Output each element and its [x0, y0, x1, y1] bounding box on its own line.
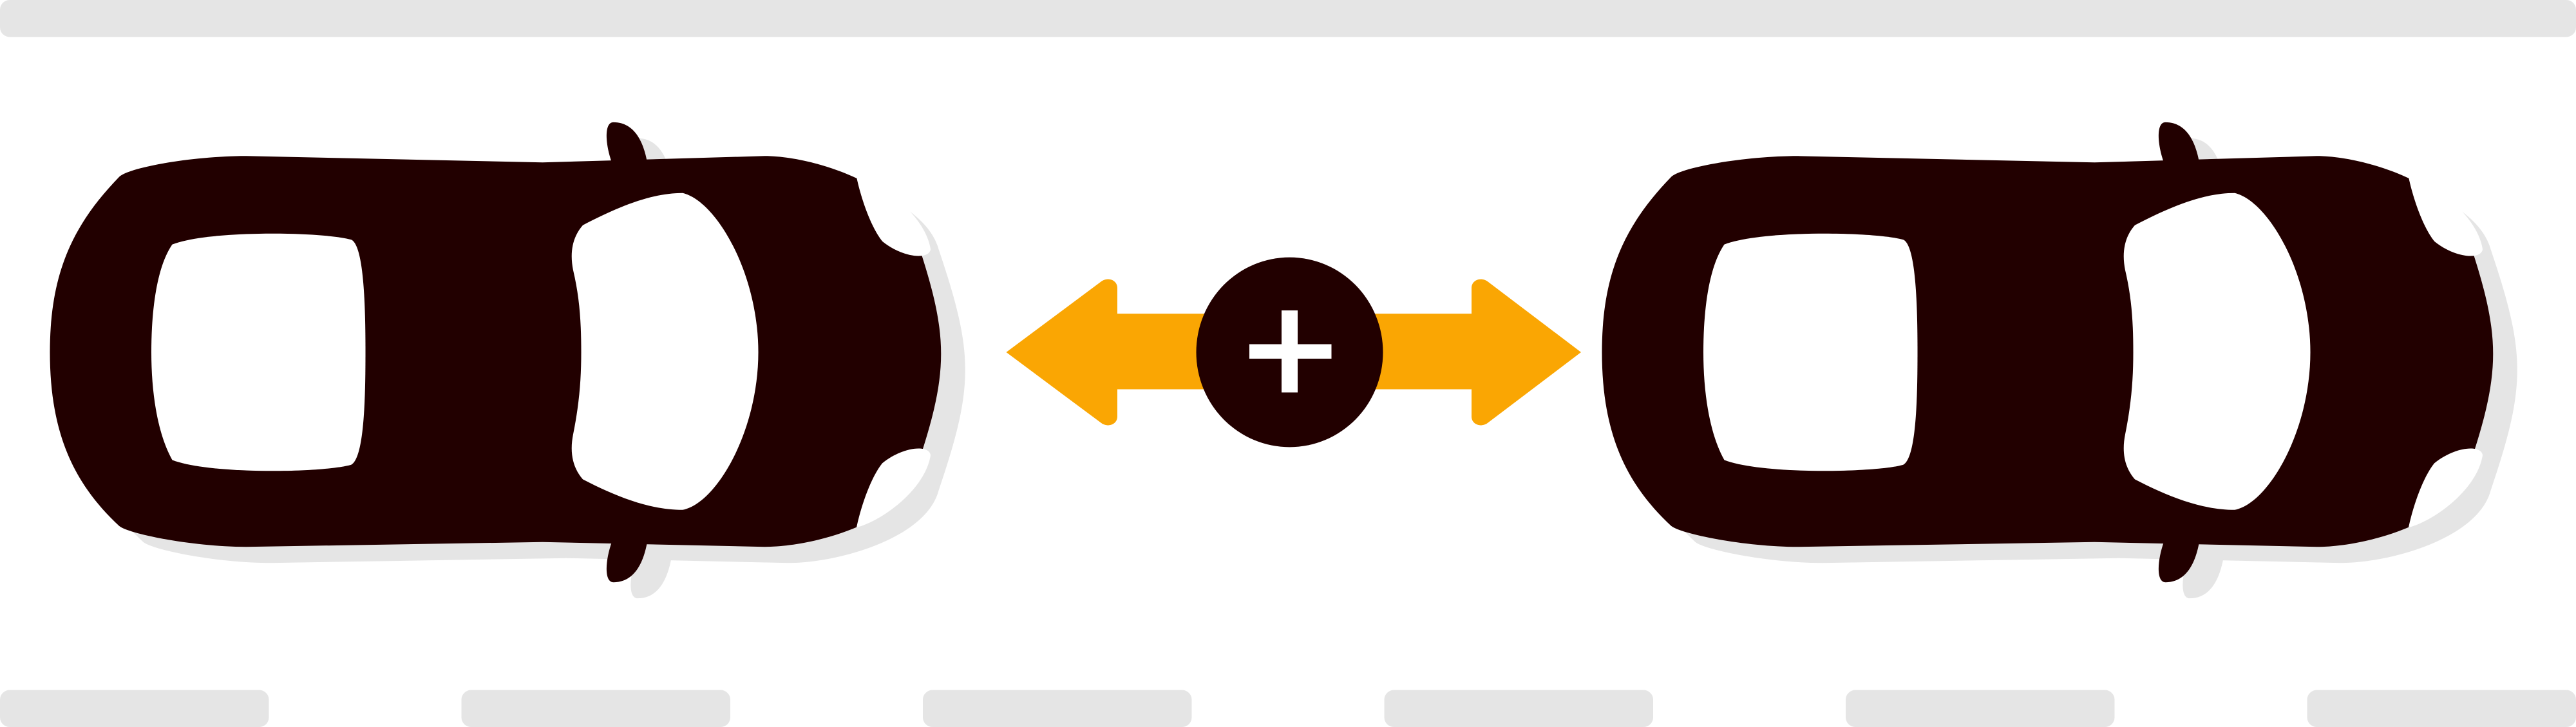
front-side-window-bottom: [857, 448, 931, 528]
top-lane-line: [0, 0, 2576, 37]
plus-icon: [1249, 310, 1332, 393]
lane-dash: [2307, 690, 2576, 727]
left-car: [50, 122, 965, 599]
lane-dash: [1846, 690, 2115, 727]
lane-dash: [0, 690, 269, 727]
front-side-window-bottom: [2409, 448, 2483, 528]
front-side-window-top: [857, 176, 931, 256]
lane-dash: [1384, 690, 1653, 727]
bottom-lane-dashes: [0, 690, 2576, 727]
plus-badge: [1196, 257, 1383, 448]
front-side-window-top: [2409, 176, 2483, 256]
windshield: [571, 193, 759, 510]
mirror-top: [2158, 122, 2199, 163]
mirror-bottom: [606, 542, 647, 583]
rear-window: [151, 233, 366, 471]
lane-dash: [461, 690, 730, 727]
right-car: [1602, 122, 2517, 599]
windshield: [2123, 193, 2311, 510]
mirror-top: [606, 122, 647, 163]
lane-dash: [923, 690, 1192, 727]
rear-window: [1703, 233, 1918, 471]
mirror-bottom: [2158, 542, 2199, 583]
